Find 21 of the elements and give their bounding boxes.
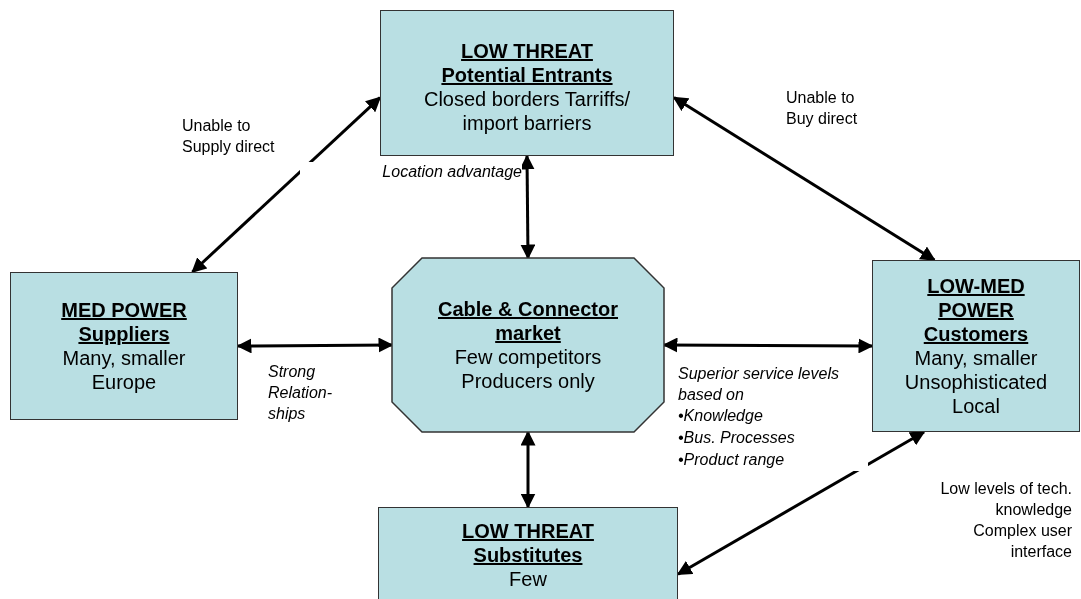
box-heading: MED POWER Suppliers — [60, 298, 188, 346]
force-box — [380, 10, 674, 156]
note-text: •Product range — [678, 450, 868, 471]
box-text: Many, smaller Europe — [61, 346, 187, 394]
box-text: Many, smaller Unsophisticated Local — [903, 346, 1049, 418]
box-heading: Cable & Connector market — [437, 297, 619, 345]
box-heading: LOW-MED POWER Customers — [922, 274, 1030, 346]
box-text: Few — [509, 567, 547, 591]
double-arrow — [676, 430, 926, 576]
box-text: Closed borders Tarriffs/ import barriers — [423, 87, 631, 135]
force-box — [378, 507, 678, 599]
box-heading: LOW THREAT Potential Entrants — [440, 39, 614, 87]
double-arrow — [191, 96, 382, 274]
force-box — [10, 272, 238, 420]
double-arrow — [519, 154, 536, 260]
market-octagon — [392, 258, 664, 432]
edge-label: Location advantage — [300, 162, 522, 183]
force-box — [872, 260, 1080, 432]
box-heading: LOW THREAT Substitutes — [461, 519, 595, 567]
double-arrow — [672, 96, 936, 262]
box-text: Few competitors Producers only — [453, 345, 603, 393]
